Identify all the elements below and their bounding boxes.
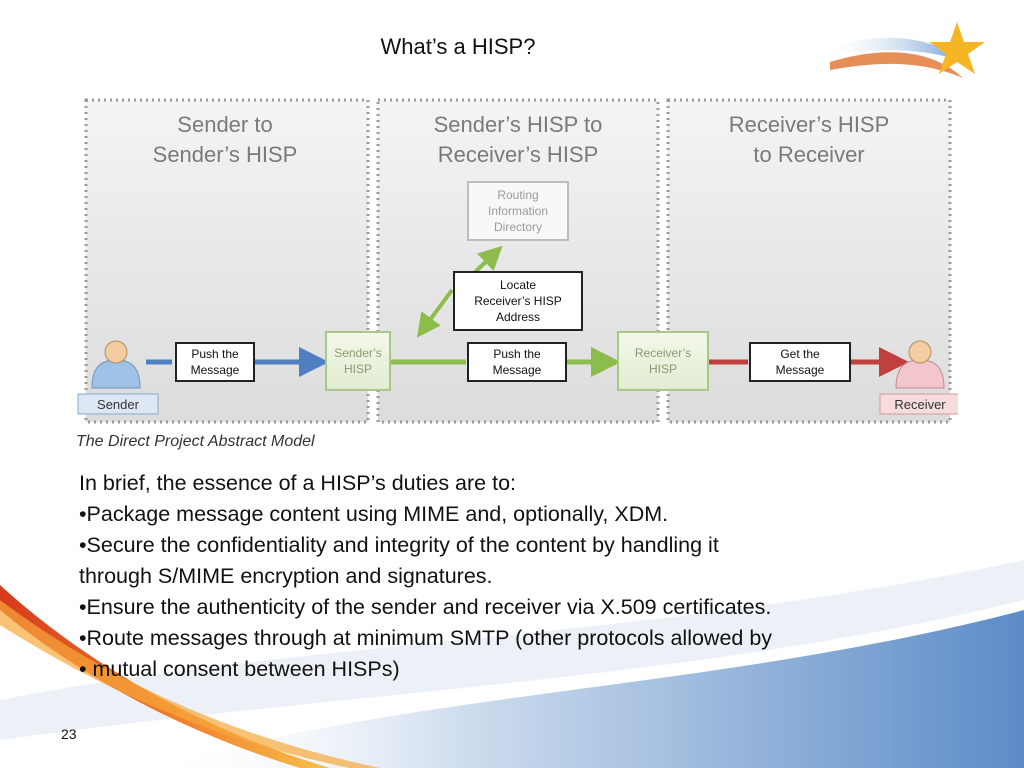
panel-3-title-line1: Receiver’s HISP <box>729 112 890 137</box>
push-message-box-1 <box>175 342 255 382</box>
push-message-box-2 <box>467 342 567 382</box>
page-number: 23 <box>61 726 77 742</box>
receivers-hisp-box <box>617 331 709 391</box>
routing-line2: Information <box>488 204 548 218</box>
slide-title: What’s a HISP? <box>380 34 536 59</box>
panel-1-title-line1: Sender to <box>177 112 272 137</box>
push2-line1: Push the <box>493 347 541 361</box>
panel-2-title-line2: Receiver’s HISP <box>438 142 599 167</box>
get-line2: Message <box>776 363 825 377</box>
direct-project-diagram: Sender to Sender’s HISP Sender’s HISP to… <box>76 98 958 450</box>
senders-hisp-line2: HISP <box>344 362 372 376</box>
panel-2-title-line1: Sender’s HISP to <box>434 112 603 137</box>
locate-line3: Address <box>496 310 540 324</box>
push2-line2: Message <box>493 363 542 377</box>
locate-address-box <box>453 271 583 331</box>
routing-directory-box <box>467 181 569 241</box>
body-line-2: •Package message content using MIME and,… <box>79 502 669 526</box>
senders-hisp-line1: Sender’s <box>334 346 382 360</box>
body-line-5: •Ensure the authenticity of the sender a… <box>79 595 772 619</box>
receiver-label-box <box>879 393 958 415</box>
locate-line1: Locate <box>500 278 536 292</box>
panel-1-title-line2: Sender’s HISP <box>153 142 298 167</box>
sender-label: Sender <box>97 397 140 412</box>
body-line-7: • mutual consent between HISPs) <box>79 657 400 681</box>
receiver-person-icon <box>895 340 945 389</box>
receiver-label: Receiver <box>894 397 946 412</box>
body-line-3: •Secure the confidentiality and integrit… <box>79 533 719 557</box>
push1-line2: Message <box>191 363 240 377</box>
push1-line1: Push the <box>191 347 239 361</box>
routing-line3: Directory <box>494 220 542 234</box>
routing-line1: Routing <box>497 188 538 202</box>
body-text: In brief, the essence of a HISP’s duties… <box>79 468 939 685</box>
diagram-caption: The Direct Project Abstract Model <box>76 433 315 450</box>
locate-line2: Receiver’s HISP <box>474 294 562 308</box>
body-line-6: •Route messages through at minimum SMTP … <box>79 626 773 650</box>
get-message-box <box>749 342 851 382</box>
sender-person-icon <box>91 340 141 389</box>
receivers-hisp-line1: Receiver’s <box>635 346 691 360</box>
body-line-1: In brief, the essence of a HISP’s duties… <box>79 471 517 495</box>
receivers-hisp-line2: HISP <box>649 362 677 376</box>
body-line-4: through S/MIME encryption and signatures… <box>79 564 493 588</box>
arrow-locate-to-senders-hisp <box>416 288 454 338</box>
panel-3-title-line2: to Receiver <box>753 142 864 167</box>
get-line1: Get the <box>780 347 820 361</box>
senders-hisp-box <box>325 331 391 391</box>
sender-label-box <box>77 393 159 415</box>
